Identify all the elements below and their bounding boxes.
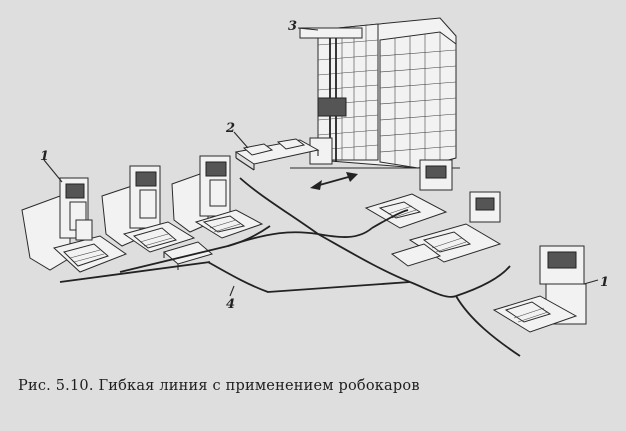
- machine-tool-right-top: [364, 159, 453, 229]
- transfer-conveyor: [234, 138, 320, 171]
- automated-warehouse: [290, 17, 460, 169]
- callout-1-right: 1: [600, 275, 609, 290]
- machine-tool-2: [101, 165, 196, 253]
- machine-tool-3: [171, 155, 264, 239]
- callout-1-left: 1: [40, 149, 49, 164]
- leader-2: [233, 131, 249, 149]
- callout-4: 4: [226, 297, 235, 312]
- leader-1-left: [43, 159, 63, 183]
- machine-tool-right-middle: [390, 191, 502, 267]
- figure-caption: Рис. 5.10. Гибкая линия с применением ро…: [18, 378, 420, 394]
- callout-3: 3: [288, 19, 297, 34]
- flexible-line-illustration: 1 2 3 4 1: [21, 17, 609, 357]
- leader-3: [297, 27, 319, 31]
- motion-arrow: [310, 172, 358, 190]
- leader-1-right: [583, 279, 599, 285]
- guide-track: [59, 177, 521, 357]
- machine-tool-1-left: [21, 177, 128, 273]
- machine-tool-1-right: [492, 245, 587, 333]
- callout-2: 2: [225, 121, 235, 136]
